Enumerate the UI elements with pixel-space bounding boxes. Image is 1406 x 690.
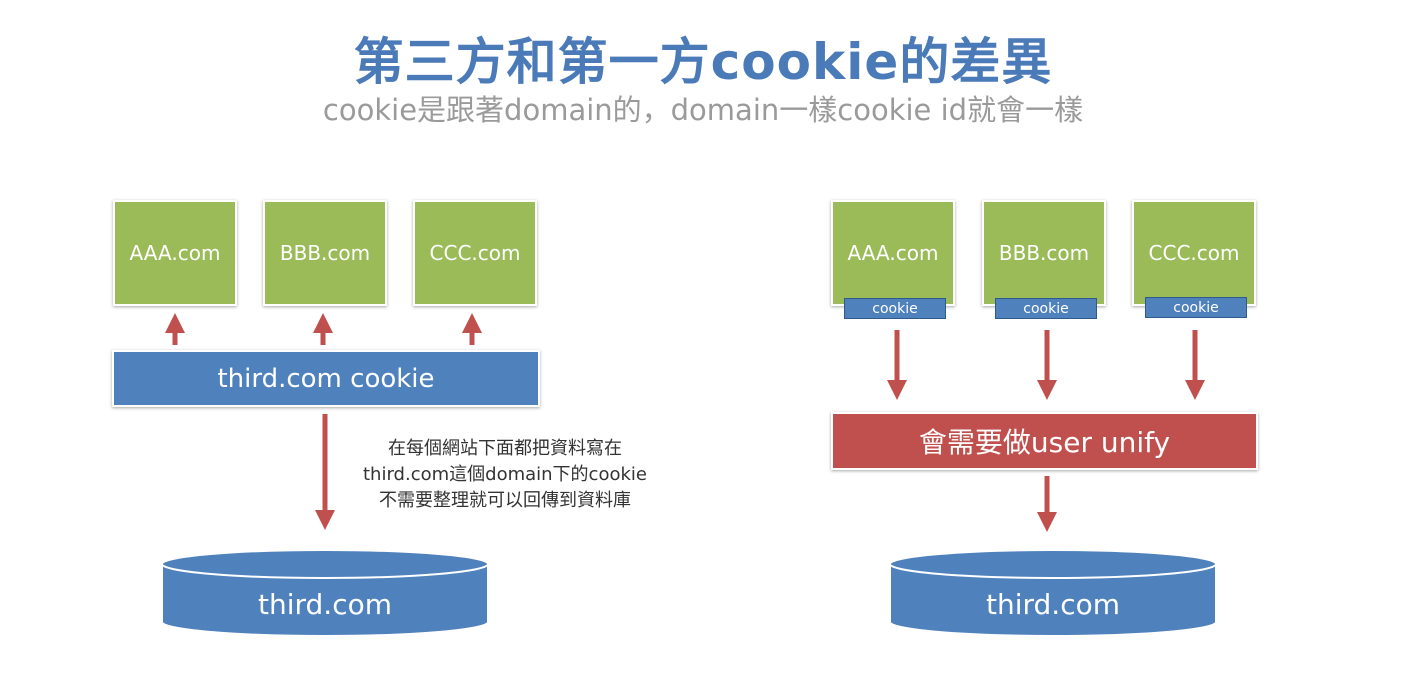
note-line-2: third.com這個domain下的cookie (363, 464, 647, 485)
third-party-note: 在每個網站下面都把資料寫在 third.com這個domain下的cookie … (340, 436, 670, 514)
left-site-ccc-label: CCC.com (429, 241, 521, 265)
user-unify-bar: 會需要做user unify (831, 412, 1258, 470)
left-site-ccc: CCC.com (413, 200, 537, 306)
right-site-aaa-label: AAA.com (847, 241, 939, 265)
page-subtitle: cookie是跟著domain的，domain一樣cookie id就會一樣 (322, 93, 1084, 127)
right-cookie-tag-aaa: cookie (844, 298, 946, 319)
note-line-3: 不需要整理就可以回傳到資料庫 (379, 490, 631, 511)
cookie-tag-label: cookie (1023, 300, 1069, 317)
right-cookie-tag-ccc: cookie (1145, 297, 1247, 318)
page-title: 第三方和第一方cookie的差異 (353, 33, 1053, 91)
user-unify-label: 會需要做user unify (918, 426, 1171, 459)
left-site-bbb-label: BBB.com (279, 241, 371, 265)
cookie-tag-label: cookie (872, 300, 918, 317)
left-database-label: third.com (258, 588, 392, 621)
cookie-tag-label: cookie (1173, 299, 1219, 316)
left-site-aaa-label: AAA.com (129, 241, 221, 265)
left-site-bbb: BBB.com (263, 200, 387, 306)
right-database-icon (889, 549, 1217, 637)
third-party-cookie-bar: third.com cookie (112, 350, 540, 407)
right-site-ccc: CCC.com (1132, 200, 1256, 306)
left-database-icon (161, 549, 489, 637)
left-site-aaa: AAA.com (113, 200, 237, 306)
right-site-bbb: BBB.com (982, 200, 1106, 306)
right-site-aaa: AAA.com (831, 200, 955, 306)
right-cookie-tag-bbb: cookie (995, 298, 1097, 319)
right-site-ccc-label: CCC.com (1148, 241, 1240, 265)
right-database-label: third.com (986, 588, 1120, 621)
third-party-cookie-label: third.com cookie (217, 363, 435, 394)
note-line-1: 在每個網站下面都把資料寫在 (388, 438, 622, 459)
right-site-bbb-label: BBB.com (998, 241, 1090, 265)
